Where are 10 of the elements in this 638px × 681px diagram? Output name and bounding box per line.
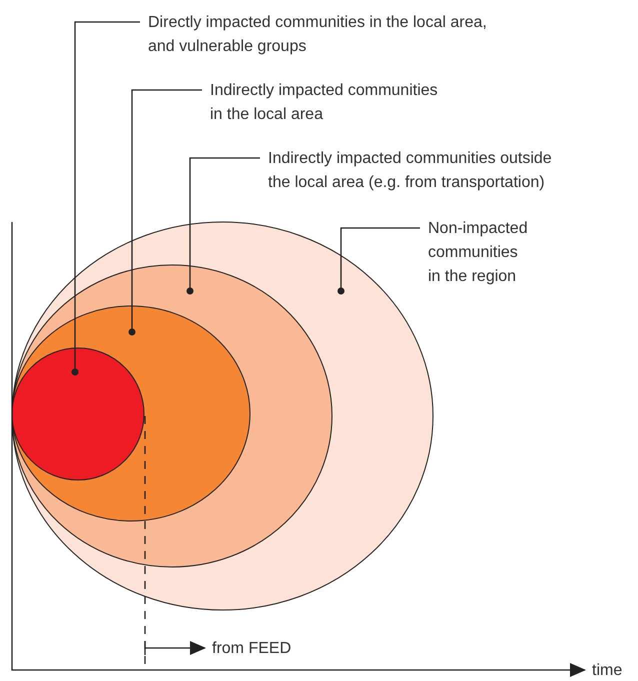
direction-label: from FEED [212,639,292,659]
callout-text: Indirectly impacted communities in the local area [210,81,439,125]
axis-label: time [592,661,622,681]
callout-text: Directly impacted communities in the local area, and vulnerable groups [148,13,488,57]
callout-text: Non-impacted communities in the region [428,219,529,287]
leader-line [128,89,202,336]
callout-text: Indirectly impacted communities outside the local area (e.g. from transportation) [268,149,553,193]
leader-line [72,21,140,376]
leader-line [186,157,260,294]
leader-line [338,227,420,294]
